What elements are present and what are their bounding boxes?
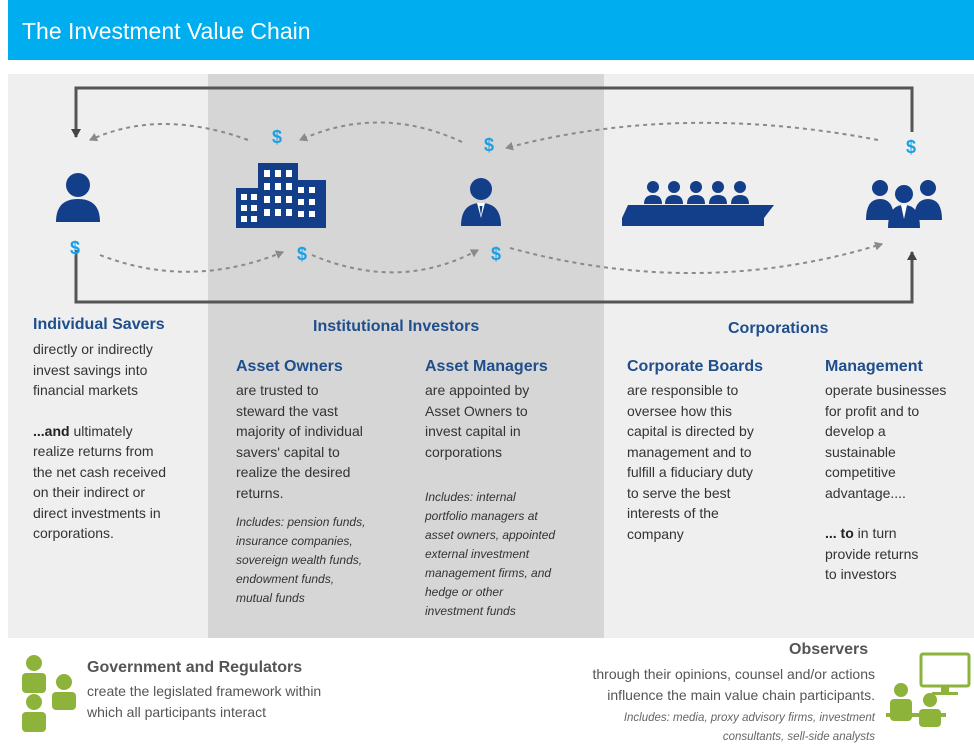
text-line: consultants, sell-side analysts [722,731,875,743]
text-line: asset owners, appointed [425,528,556,542]
dashed-capital-2 [311,249,479,274]
text-line: realize the desired [236,464,351,480]
building-icon [236,163,326,228]
text-line: are trusted to [236,382,319,398]
board-table-icon [622,181,774,226]
asset-owners-text: are trusted to steward the vast majority… [236,380,406,503]
text-line: corporations [425,443,503,460]
asset-managers-includes: Includes: internal portfolio managers at… [425,488,600,621]
government-heading: Government and Regulators [87,659,303,676]
text-line: invest capital in [425,423,521,439]
dashed-capital-3 [509,241,883,274]
observers-includes: Includes: media, proxy advisory firms, i… [520,709,875,747]
text-line: develop a [825,423,886,439]
text-line: Includes: internal [425,490,516,504]
text-line: mutual funds [236,591,305,605]
title-bar: The Investment Value Chain [8,0,974,60]
text-line: fulfill a fiduciary duty [627,464,754,480]
asset-owners-heading: Asset Owners [236,358,343,375]
observers-icon [886,652,971,727]
text-line: endowment funds, [236,572,335,586]
text-line: majority of individual [236,423,363,439]
text-line: ... to in turn [825,525,897,541]
text-line: ...and ultimately [33,422,133,439]
text-line: savers' capital to [236,443,340,460]
dollar-icon: $ [272,127,283,147]
government-people-icon [22,655,76,732]
text-line: realize returns from [33,443,154,459]
dollar-icon: $ [484,135,495,155]
asset-owners-includes: Includes: pension funds, insurance compa… [236,513,406,608]
management-heading: Management [825,358,923,375]
text-line: are appointed by [425,382,530,398]
text-line: operate businesses [825,382,947,398]
text-line: returns. [236,484,284,501]
observers-heading: Observers [789,641,869,658]
individual-saver-icon [56,173,100,222]
asset-manager-icon [461,178,501,226]
dollar-icon: $ [70,238,81,258]
text-line: direct investments in [33,504,161,521]
text-line: which all participants interact [87,703,266,720]
text-line: external investment [425,547,530,561]
text-line: competitive [825,464,896,480]
text-line: directly or indirectly [33,341,153,357]
text-line: Includes: media, proxy advisory firms, i… [623,712,875,724]
text-line: to serve the best [627,484,731,501]
individual-savers-text: directly or indirectly invest savings in… [33,339,203,544]
text-line: company [627,525,684,542]
text-line: management firms, and [425,566,552,580]
dashed-return-1 [89,123,249,142]
bottom-flow-arrow [74,250,917,304]
text-line: to investors [825,566,897,582]
government-text: create the legislated framework within w… [87,681,377,722]
dollar-icon: $ [297,244,308,264]
asset-managers-text: are appointed by Asset Owners to invest … [425,380,595,462]
corporate-boards-text: are responsible to oversee how this capi… [627,380,807,544]
text-line: create the legislated framework within [87,683,322,699]
management-group-icon [866,180,942,228]
text-line: investment funds [425,604,516,618]
dashed-return-3 [505,121,879,151]
text-line: Asset Owners to [425,402,528,419]
dollar-icon: $ [491,244,502,264]
text-line: hedge or other [425,585,504,599]
individual-savers-heading: Individual Savers [33,316,165,333]
observers-text: through their opinions, counsel and/or a… [520,664,875,705]
text-line: provide returns [825,545,919,562]
text-line: interests of the [627,505,719,521]
text-line: insurance companies, [236,534,353,548]
text-line: oversee how this [627,402,733,419]
top-return-arrow [71,86,914,138]
asset-managers-heading: Asset Managers [425,358,548,375]
text-line: corporations. [33,525,114,541]
text-line: sustainable [825,443,896,460]
text-line: for profit and to [825,402,920,419]
dashed-return-2 [299,121,463,143]
text-line: are responsible to [627,382,739,398]
text-line: financial markets [33,382,139,398]
text-line: the net cash received [33,463,167,480]
text-line: management and to [627,443,752,460]
text-line: on their indirect or [33,484,146,500]
text-line: invest savings into [33,361,148,378]
text-line: portfolio managers at [425,509,538,523]
corporations-heading: Corporations [728,320,829,337]
dollar-icon: $ [906,137,917,157]
text-line: Includes: pension funds, [236,515,366,529]
text-line: capital is directed by [627,423,754,439]
text-line: steward the vast [236,402,338,419]
corporate-boards-heading: Corporate Boards [627,358,764,375]
text-line: influence the main value chain participa… [607,686,875,703]
page-title: The Investment Value Chain [22,18,311,44]
dashed-capital-1 [99,250,284,273]
text-line: advantage.... [825,484,906,501]
management-text: operate businesses for profit and to dev… [825,380,970,585]
text-line: sovereign wealth funds, [236,553,363,567]
text-line: through their opinions, counsel and/or a… [592,666,875,682]
institutional-investors-heading: Institutional Investors [313,318,480,335]
